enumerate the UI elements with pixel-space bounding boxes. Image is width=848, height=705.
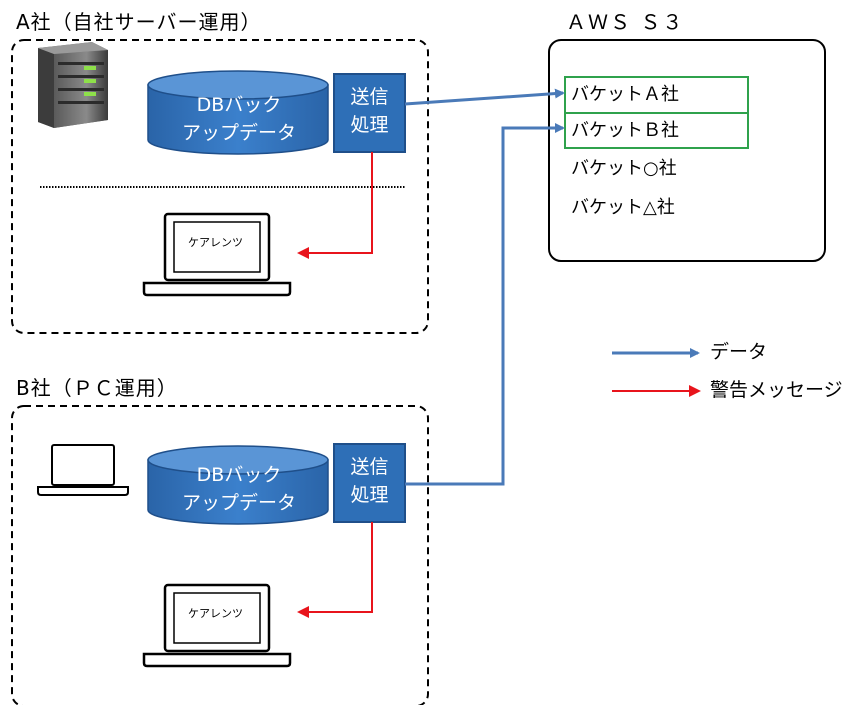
- process-label-b-line1: 送信: [350, 456, 389, 478]
- send-process-b: [333, 443, 406, 523]
- bucket-d-label: バケット△社: [571, 197, 675, 218]
- aws-title: ＡＷＳ Ｓ３: [566, 10, 685, 34]
- db-label-a-line2: アップデータ: [181, 122, 296, 144]
- company-b-group: [11, 405, 429, 705]
- legend-data-label: データ: [710, 341, 768, 363]
- warning-arrow-a: [297, 152, 373, 259]
- warning-arrow-b: [297, 522, 373, 618]
- db-label-b: DBバック アップデータ: [150, 461, 328, 517]
- company-a-title: A社（自社サーバー運用）: [16, 10, 262, 34]
- send-process-a: [333, 73, 406, 153]
- process-label-b-line2: 処理: [350, 484, 389, 506]
- data-arrow-a: [404, 88, 565, 106]
- db-label-b-line1: DBバック: [196, 464, 282, 486]
- data-arrow-b: [405, 123, 565, 486]
- process-label-a-line1: 送信: [350, 86, 389, 108]
- bucket-b-label: バケットＢ社: [571, 120, 679, 141]
- laptop-b-icon: [142, 583, 292, 668]
- bucket-b-highlight: [564, 112, 749, 149]
- bucket-c-label: バケット○社: [571, 158, 677, 179]
- db-label-a: DBバック アップデータ: [150, 91, 328, 147]
- process-label-a-line2: 処理: [350, 114, 389, 136]
- db-label-b-line2: アップデータ: [181, 492, 296, 514]
- bucket-a-label: バケットＡ社: [571, 84, 679, 105]
- server-icon: [38, 42, 108, 128]
- company-b-title: B社（ＰＣ運用）: [16, 376, 178, 400]
- laptop-b-screen-label: ケアレンツ: [188, 607, 243, 620]
- db-cylinder-b: [147, 445, 329, 525]
- db-label-a-line1: DBバック: [196, 94, 282, 116]
- process-label-a: 送信 処理: [334, 83, 405, 139]
- laptop-a-screen-label: ケアレンツ: [188, 236, 243, 249]
- legend-warning-label: 警告メッセージ: [710, 379, 843, 401]
- aws-s3-box: [548, 39, 826, 262]
- laptop-b-small-icon: [37, 444, 129, 496]
- process-label-b: 送信 処理: [334, 453, 405, 509]
- laptop-a-icon: [142, 212, 292, 297]
- db-cylinder-a: [147, 70, 329, 155]
- company-a-group: [11, 39, 429, 334]
